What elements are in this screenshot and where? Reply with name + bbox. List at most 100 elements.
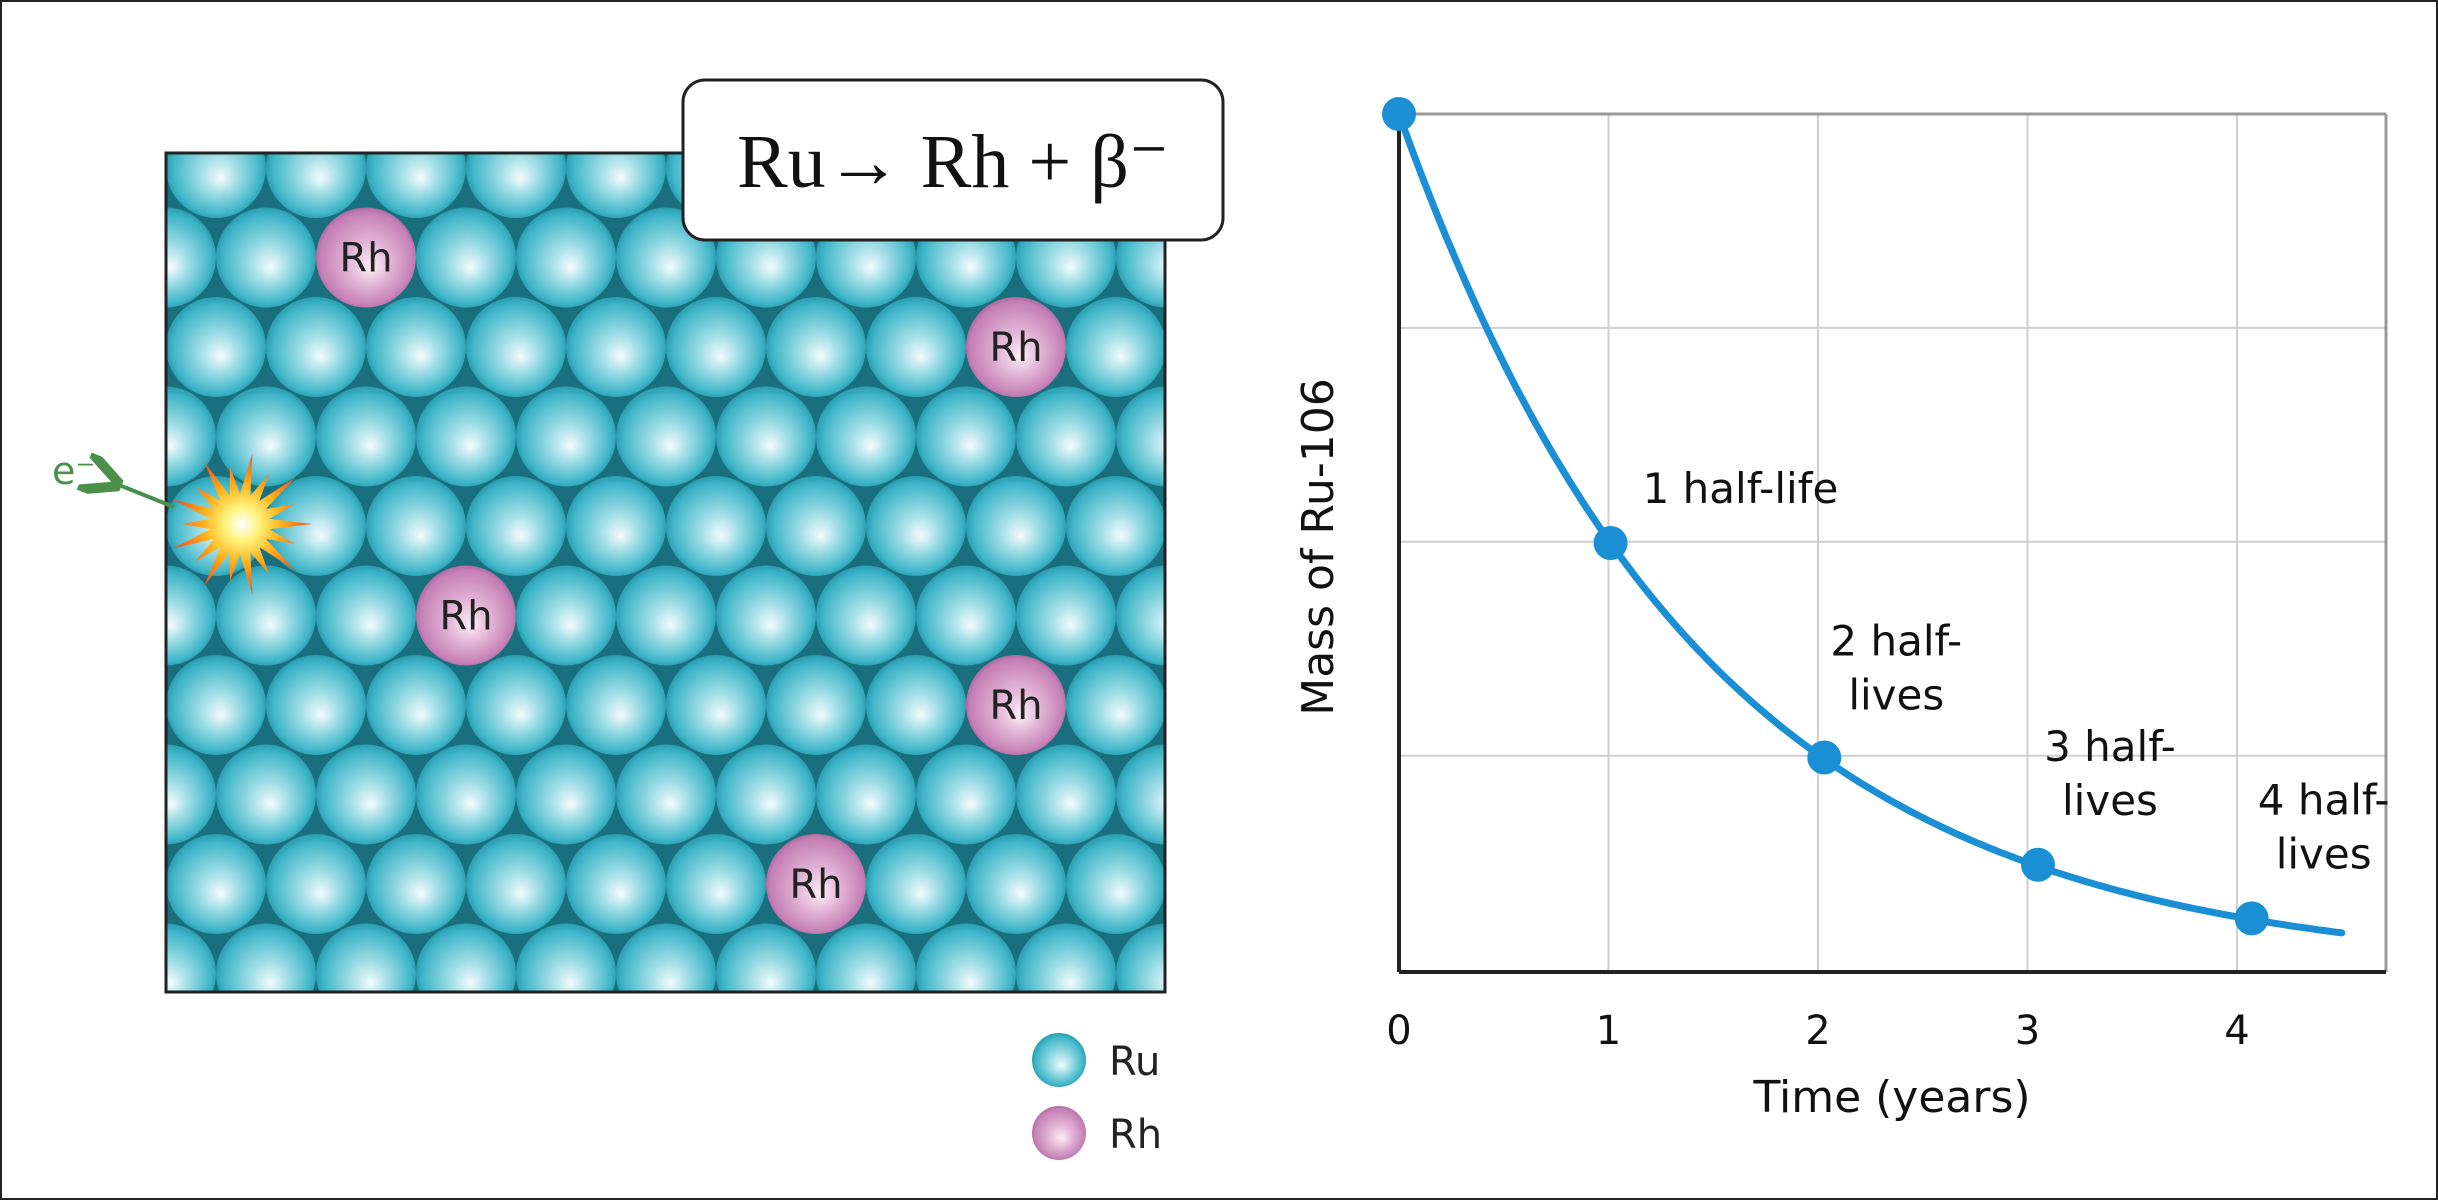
ru-atom	[616, 923, 716, 992]
equation-frame	[681, 78, 1225, 242]
ru-atom	[1166, 297, 1266, 397]
ru-atom	[366, 297, 466, 397]
ru-atom	[1066, 297, 1165, 397]
ru-atom	[16, 745, 116, 845]
ru-atom	[766, 476, 866, 576]
ru-atom	[216, 744, 316, 845]
half-life-label: 3 half-lives	[2044, 722, 2176, 825]
ru-atom	[416, 207, 516, 308]
ru-atom	[866, 297, 966, 397]
y-axis-label: Mass of Ru-106	[1293, 378, 1344, 716]
ru-atom	[716, 386, 816, 487]
ru-atom	[16, 924, 116, 1024]
rh-atom	[966, 655, 1066, 755]
ru-atom	[916, 923, 1016, 992]
ru-atom	[366, 476, 466, 576]
half-life-point	[1382, 97, 1416, 131]
ru-atom	[516, 207, 616, 308]
ru-atom	[366, 153, 466, 218]
ru-atom	[1116, 744, 1165, 845]
ru-atom	[666, 297, 766, 397]
ru-atom	[466, 153, 566, 218]
half-life-label: 2 half-lives	[1830, 617, 1962, 720]
ru-atom	[1166, 834, 1266, 934]
ru-atom	[816, 565, 916, 666]
ru-atom	[966, 834, 1066, 934]
half-life-label: 1 half-life	[1643, 464, 1839, 513]
ru-atom	[816, 923, 916, 992]
ru-atom	[366, 655, 466, 755]
ru-atom	[516, 386, 616, 487]
rh-legend-swatch	[1032, 1106, 1086, 1160]
rh-atom-label: Rh	[789, 862, 842, 908]
ru-atom	[466, 297, 566, 397]
ru-atom	[166, 565, 216, 666]
ru-atom	[316, 923, 416, 992]
ru-atom	[866, 834, 966, 934]
rh-atom	[966, 297, 1066, 397]
ru-atom	[1066, 834, 1165, 934]
ru-atom	[1016, 744, 1116, 845]
ru-atom	[266, 834, 366, 934]
ru-atom	[1116, 565, 1165, 666]
x-tick-label: 4	[2224, 1008, 2249, 1054]
ru-atom	[566, 834, 666, 934]
ru-atom	[416, 744, 516, 845]
ru-atom	[366, 834, 466, 934]
rh-atom	[766, 834, 866, 934]
ru-atom	[466, 834, 566, 934]
x-axis-label: Time (years)	[1752, 1072, 2030, 1123]
ru-atom	[566, 655, 666, 755]
ru-atom	[66, 118, 166, 218]
ru-atom	[1166, 655, 1266, 755]
x-tick-label: 1	[1596, 1008, 1621, 1054]
ru-atom	[66, 297, 166, 397]
ru-atom	[166, 744, 216, 845]
half-life-point	[2234, 901, 2269, 936]
ru-atom	[416, 923, 516, 992]
ru-atom	[866, 655, 966, 755]
rh-atom-label: Rh	[989, 683, 1042, 729]
half-life-point	[1807, 740, 1842, 775]
electron-arrow	[114, 483, 175, 509]
ru-atom	[1066, 476, 1165, 576]
ru-atom	[266, 476, 366, 576]
rh-atom-label: Rh	[439, 594, 492, 640]
ru-atom	[316, 744, 416, 845]
ru-legend-swatch	[1032, 1033, 1086, 1087]
ru-atom	[566, 153, 666, 218]
legend-item-ru: Ru	[1032, 1033, 1160, 1087]
ru-atom	[816, 744, 916, 845]
ru-atom	[666, 834, 766, 934]
rh-atom-label: Rh	[339, 236, 392, 282]
ru-atom	[866, 476, 966, 576]
ru-atom	[166, 297, 266, 397]
ru-atom	[166, 834, 266, 934]
ru-atom	[716, 744, 816, 845]
decay-curve	[1395, 110, 2346, 937]
ru-atom	[316, 386, 416, 487]
ru-atom	[166, 923, 216, 992]
ru-atom	[166, 153, 266, 218]
x-tick-label: 3	[2015, 1008, 2040, 1054]
ru-atom	[616, 744, 716, 845]
ru-atom	[166, 386, 216, 487]
ru-atom	[966, 476, 1066, 576]
ru-atom	[616, 565, 716, 666]
ru-atom	[1016, 386, 1116, 487]
ru-atom	[266, 153, 366, 218]
ru-atom	[266, 297, 366, 397]
ru-atom	[16, 566, 116, 666]
ru-atom	[766, 297, 866, 397]
ru-atom	[216, 386, 316, 487]
ru-atom	[566, 297, 666, 397]
ru-atom	[916, 744, 1016, 845]
ru-atom	[1116, 923, 1165, 992]
lattice-border	[164, 151, 1167, 994]
